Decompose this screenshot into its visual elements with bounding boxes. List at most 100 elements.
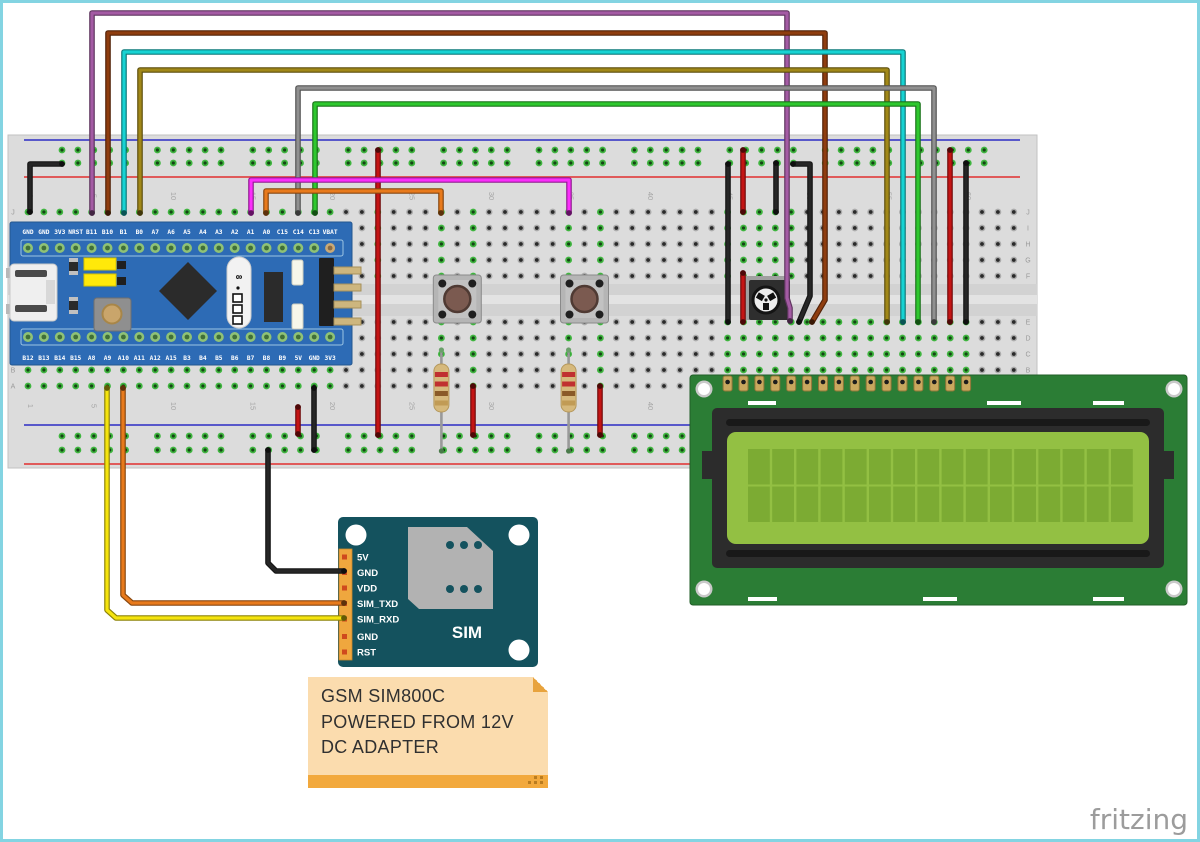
micro-usb-connector — [6, 263, 58, 322]
resistor-2[interactable] — [560, 347, 577, 454]
svg-text:A10: A10 — [118, 355, 129, 362]
svg-text:40: 40 — [646, 192, 655, 200]
svg-text:B7: B7 — [247, 355, 255, 362]
note-resize-grip-icon[interactable] — [540, 781, 543, 784]
wire-a0-to-button1-orange[interactable] — [263, 188, 444, 216]
wire-pot-bridge-red[interactable] — [740, 270, 746, 325]
svg-text:3V3: 3V3 — [54, 229, 65, 236]
resistor-1[interactable] — [433, 347, 450, 454]
wire-rail-jumper-black-small[interactable] — [311, 385, 317, 453]
sticky-note-text: GSM SIM800C POWERED FROM 12V DC ADAPTER — [308, 677, 548, 761]
wire-rail-bridge-red[interactable] — [375, 147, 381, 438]
wire-sim-gnd-black[interactable] — [265, 447, 347, 574]
svg-text:A: A — [11, 384, 16, 391]
svg-text:VDD: VDD — [357, 584, 377, 595]
svg-text:A6: A6 — [167, 229, 175, 236]
svg-text:30: 30 — [487, 402, 496, 410]
svg-text:SIM: SIM — [452, 623, 482, 642]
svg-text:SIM_TXD: SIM_TXD — [357, 599, 398, 610]
svg-text:C14: C14 — [293, 229, 304, 236]
wire-button1-red-jumper[interactable] — [470, 383, 476, 438]
svg-text:B4: B4 — [199, 355, 207, 362]
wire-sim-txd-orange[interactable] — [120, 385, 347, 606]
svg-text:A8: A8 — [88, 355, 96, 362]
wire-pot-black-angled[interactable] — [790, 161, 813, 325]
svg-text:40: 40 — [646, 402, 655, 410]
svg-text:30: 30 — [487, 192, 496, 200]
wire-b0-to-lcd-olive[interactable] — [137, 67, 890, 325]
svg-text:B6: B6 — [231, 355, 239, 362]
svg-text:B9: B9 — [279, 355, 287, 362]
svg-text:B1: B1 — [120, 229, 128, 236]
svg-text:GND: GND — [22, 229, 33, 236]
wire-b11-to-lcd-purple[interactable] — [89, 10, 793, 324]
svg-text:B15: B15 — [70, 355, 81, 362]
wire-gnd-rail-to-stm32-black[interactable] — [27, 161, 65, 215]
svg-text:F: F — [1026, 274, 1030, 281]
svg-text:A2: A2 — [231, 229, 239, 236]
wire-a1-to-button2-magenta[interactable] — [248, 177, 572, 216]
svg-text:E: E — [1026, 320, 1031, 327]
svg-text:A1: A1 — [247, 229, 255, 236]
note-resize-band[interactable] — [308, 775, 548, 788]
svg-text:B5: B5 — [215, 355, 223, 362]
svg-text:SIM_RXD: SIM_RXD — [357, 615, 399, 626]
svg-text:A11: A11 — [134, 355, 145, 362]
wire-c13-to-lcd-green[interactable] — [312, 101, 921, 325]
wire-rail-jumper-red-small[interactable] — [295, 404, 301, 437]
svg-text:1: 1 — [26, 404, 35, 408]
lcd-16x2-display[interactable] — [689, 374, 1188, 606]
wire-b1-to-lcd-cyan[interactable] — [121, 49, 906, 325]
svg-text:NRST: NRST — [68, 229, 83, 236]
svg-text:B0: B0 — [136, 229, 144, 236]
svg-text:A3: A3 — [215, 229, 223, 236]
svg-text:C15: C15 — [277, 229, 288, 236]
svg-text:5: 5 — [90, 404, 99, 408]
svg-text:I: I — [1027, 226, 1029, 233]
svg-text:D: D — [1025, 336, 1030, 343]
potentiometer[interactable] — [745, 276, 790, 320]
svg-text:GND: GND — [309, 355, 320, 362]
wire-c14-to-lcd-gray[interactable] — [295, 85, 937, 325]
svg-text:15: 15 — [249, 402, 258, 410]
svg-text:A5: A5 — [183, 229, 191, 236]
svg-text:VBAT: VBAT — [323, 229, 338, 236]
wires-layer[interactable] — [27, 10, 969, 621]
stm32-blue-pill-board[interactable]: GNDB12GNDB133V3B14NRSTB15B11A8B10A9B1A10… — [6, 221, 362, 366]
svg-text:10: 10 — [169, 402, 178, 410]
wire-rail-black-short[interactable] — [773, 160, 779, 215]
note-line-1: GSM SIM800C — [321, 686, 446, 706]
sticky-note[interactable]: GSM SIM800C POWERED FROM 12V DC ADAPTER — [308, 677, 548, 788]
svg-text:A9: A9 — [104, 355, 112, 362]
wire-lcd-gnd-black[interactable] — [963, 160, 969, 325]
svg-text:A15: A15 — [166, 355, 177, 362]
svg-text:5V: 5V — [295, 355, 303, 362]
svg-text:A0: A0 — [263, 229, 271, 236]
svg-text:20: 20 — [328, 192, 337, 200]
svg-text:C: C — [1025, 352, 1030, 359]
svg-text:B: B — [11, 368, 16, 375]
svg-text:20: 20 — [328, 402, 337, 410]
wire-lcd-vss-black[interactable] — [725, 161, 731, 325]
svg-text:B13: B13 — [38, 355, 49, 362]
note-line-2: POWERED FROM 12V — [321, 711, 514, 732]
svg-text:B10: B10 — [102, 229, 113, 236]
push-button-1[interactable] — [432, 274, 482, 324]
svg-text:B8: B8 — [263, 355, 271, 362]
wire-button2-red-jumper[interactable] — [597, 383, 603, 438]
wire-lcd-5v-red[interactable] — [947, 147, 953, 325]
wire-rail-to-row-red[interactable] — [740, 147, 746, 215]
svg-text:RST: RST — [357, 648, 376, 659]
push-button-2[interactable] — [560, 274, 609, 324]
svg-text:25: 25 — [408, 192, 417, 200]
svg-text:10: 10 — [169, 192, 178, 200]
svg-text:A12: A12 — [150, 355, 161, 362]
svg-text:8: 8 — [234, 275, 243, 280]
wire-b10-to-lcd-brown[interactable] — [105, 30, 828, 325]
wire-sim-rxd-yellow[interactable] — [104, 385, 347, 621]
svg-text:5V: 5V — [357, 553, 369, 564]
svg-text:G: G — [1025, 258, 1030, 265]
